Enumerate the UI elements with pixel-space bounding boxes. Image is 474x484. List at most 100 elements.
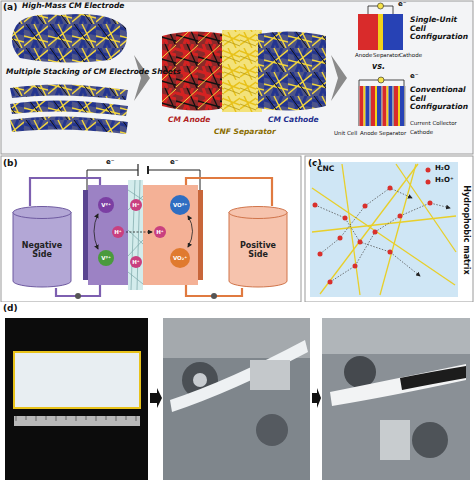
ion-circle <box>170 248 190 268</box>
photo <box>163 318 310 480</box>
part-label: CM Anode <box>168 116 210 125</box>
panel-c <box>305 156 473 302</box>
water-dot <box>343 216 348 221</box>
panel-b <box>137 164 138 176</box>
part-label: High-Mass CM Electrode <box>22 2 124 11</box>
part-label: Single-Unit Cell Configuration <box>410 16 472 42</box>
ion-label: VO²⁺ <box>173 202 187 208</box>
storage-tank: Positive Side <box>228 206 288 288</box>
proton-path <box>315 188 450 282</box>
conventional-cell <box>364 86 366 126</box>
part-label: Cathode <box>410 129 433 135</box>
ion-label: VO₂⁺ <box>173 255 187 261</box>
water-dot <box>338 236 343 241</box>
conventional-cell <box>377 86 381 126</box>
electron-label: e⁻ <box>106 158 114 166</box>
part-label: CNF Separator <box>214 128 276 137</box>
panel-letter: (a) <box>3 2 17 12</box>
panel-d <box>170 340 308 412</box>
water-dot <box>328 280 333 285</box>
conventional-cell <box>370 86 372 126</box>
water-dot <box>388 250 393 255</box>
panel-d <box>0 302 474 484</box>
ion-label: V²⁺ <box>101 202 111 208</box>
panel-d <box>344 356 376 388</box>
conventional-cell <box>387 86 389 126</box>
ion-circle <box>112 226 124 238</box>
ion-label: H⁺ <box>114 229 122 235</box>
panel-b <box>198 190 203 280</box>
conventional-cell <box>383 86 387 126</box>
conventional-cell <box>358 77 406 126</box>
ion-label: V³⁺ <box>101 255 111 261</box>
water-dot <box>353 264 358 269</box>
water-dot <box>313 168 433 285</box>
conventional-cell <box>378 77 384 83</box>
tank-label: Positive Side <box>233 241 283 259</box>
single-unit-cell <box>358 3 403 50</box>
proton-path <box>320 188 412 254</box>
panel-d <box>193 373 207 387</box>
panel-d <box>0 302 474 484</box>
ion-circle <box>154 226 166 238</box>
ion-circle <box>130 256 142 268</box>
conventional-cell <box>358 86 360 126</box>
electron-label: e⁻ <box>170 158 178 166</box>
note-label: vs. <box>372 62 385 71</box>
panel-d <box>256 414 288 446</box>
part-label: Anode <box>360 130 378 136</box>
positive-half-cell <box>143 185 198 285</box>
water-dot <box>358 240 363 245</box>
panel-b <box>94 214 98 249</box>
part-label: Hydrophobic matrix <box>461 185 470 274</box>
tank-body <box>229 212 287 287</box>
panel-d <box>380 420 410 460</box>
panel-b <box>1 156 301 302</box>
tank-top <box>13 207 71 219</box>
panel-d <box>250 360 290 390</box>
hydrophobic-matrix <box>310 162 458 297</box>
conventional-cell <box>375 86 377 126</box>
conventional-cell <box>404 86 406 126</box>
ion-label: H⁺ <box>132 202 140 208</box>
panel-d <box>400 366 466 390</box>
panel-b <box>126 232 152 233</box>
water-dot <box>313 203 318 208</box>
conventional-cell <box>360 86 364 126</box>
panel-b <box>83 190 88 280</box>
panel-d <box>16 416 136 421</box>
membrane <box>128 180 143 290</box>
water-dot <box>388 186 393 191</box>
process-arrow <box>134 55 150 101</box>
single-unit-cell <box>378 3 384 9</box>
ion-circle <box>170 195 190 215</box>
panel-b <box>128 180 143 290</box>
panel-d <box>330 364 466 406</box>
cnc-fiber <box>312 216 456 232</box>
legend-label: H₂O <box>434 164 451 172</box>
part-label: Conventional Cell Configuration <box>410 86 472 112</box>
part-label: Current Collector <box>410 120 457 126</box>
ion-label: H⁺ <box>132 259 140 265</box>
part-label: Anode <box>355 52 373 58</box>
conventional-cell <box>381 86 383 126</box>
process-arrow <box>312 388 321 408</box>
storage-tank: Negative Side <box>12 206 72 288</box>
electrode-sheet <box>10 100 128 116</box>
water-dot <box>426 168 431 173</box>
part-label: Unit Cell <box>334 130 357 136</box>
cm-cathode <box>258 31 326 110</box>
part-label: Separator <box>373 52 400 58</box>
water-dot <box>373 230 378 235</box>
cnc-fiber <box>380 164 416 295</box>
panel-d <box>14 352 140 408</box>
ion-circle <box>98 250 114 266</box>
electrode-sheet <box>10 84 128 100</box>
panel-b <box>75 293 81 299</box>
tank-body <box>13 212 71 287</box>
part-label: Multiple Stacking of CM Electrode Sheets <box>6 68 181 77</box>
water-dot <box>426 180 431 185</box>
part-label: CM Cathode <box>268 116 319 125</box>
cnf-separator <box>222 30 262 112</box>
